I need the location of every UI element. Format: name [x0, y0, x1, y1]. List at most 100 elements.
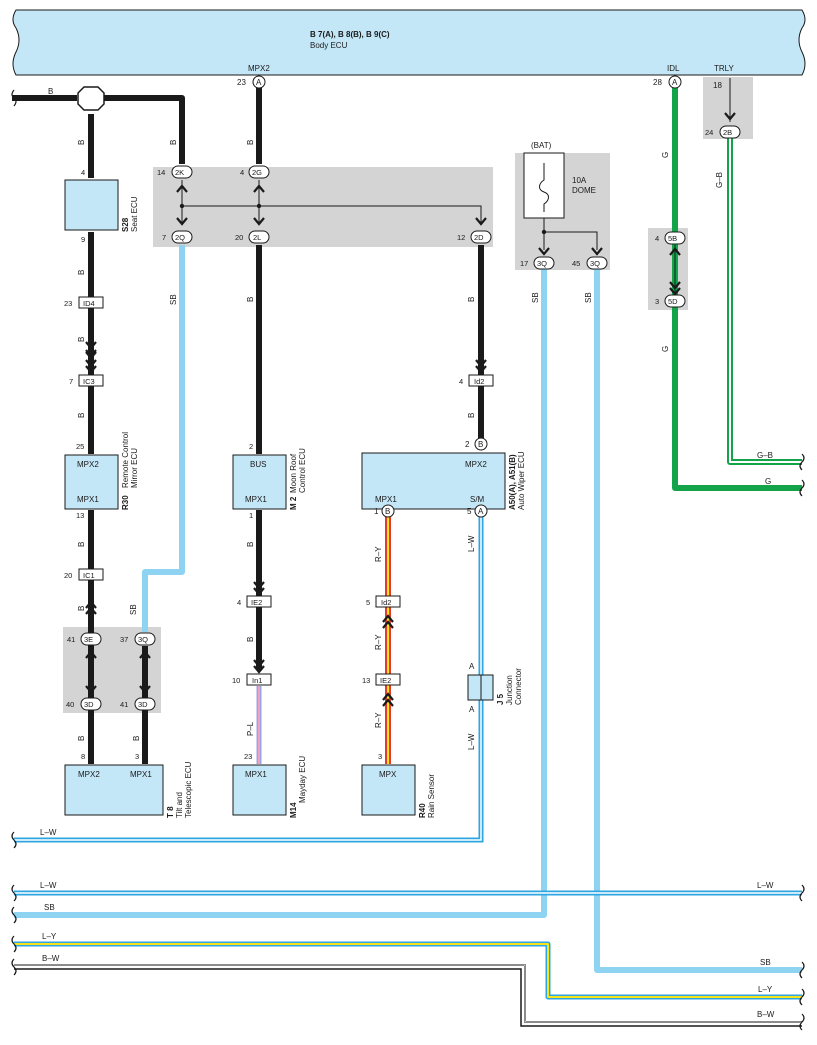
wire-label-sb-right: SB [760, 958, 771, 967]
chevron-up-icon [382, 692, 394, 707]
conn-5b [664, 231, 686, 245]
junction-name2: Connector [514, 668, 523, 705]
conn-in1-pin: 10 [232, 676, 240, 685]
pin-circle-mpx2-letter: A [256, 78, 262, 87]
chevron-down-icon [253, 659, 265, 674]
conn-id2a-pin: 4 [459, 377, 463, 386]
chevron-down-icon [591, 247, 603, 256]
wire-label-b: B [246, 140, 255, 145]
chevron-down-icon [253, 217, 265, 226]
mirror-mpx2-label: MPX2 [77, 460, 99, 469]
conn-2d-name: 2D [474, 233, 484, 242]
wire-label-b: B [77, 337, 86, 342]
wire-sb-3q17 [14, 268, 547, 918]
conn-2g-pin: 4 [240, 168, 244, 177]
seat-pin-bottom: 9 [81, 235, 85, 244]
conn-2l-pin: 20 [235, 233, 243, 242]
conn-2b-name: 2B [723, 128, 732, 137]
wire-label-b: B [169, 140, 178, 145]
wiper-ecu-code: A50(A), A51(B) [508, 454, 517, 510]
conn-3q17 [533, 256, 555, 270]
moonroof-ecu-box [232, 454, 287, 510]
mirror-ecu-name1: Remote Control [121, 432, 130, 488]
pin-circle-wiper-mpx1-letter: B [385, 507, 390, 516]
conn-ic1-pin: 20 [64, 571, 72, 580]
wire-label-b: B [77, 542, 86, 547]
wire-bw-bottom [14, 964, 802, 1023]
conn-2b-pin: 24 [705, 128, 713, 137]
conn-3q17-name: 3Q [537, 259, 547, 268]
pin-circle-wiper-top-num: 2 [465, 440, 470, 449]
break-mark [799, 479, 805, 497]
wire-label-b: B [132, 736, 141, 741]
conn-in1-name: In1 [252, 676, 262, 685]
conn-2l [248, 230, 270, 244]
seat-pin-top: 4 [81, 168, 85, 177]
wire-b-main2 [104, 95, 185, 164]
conn-2g-name: 2G [252, 168, 262, 177]
mayday-ecu-code: M14 [289, 802, 298, 818]
wire-sb-3q45 [594, 268, 802, 973]
wire-label-bw-right: B–W [757, 1010, 775, 1019]
chevron-up-icon [253, 184, 265, 193]
conn-5b-pin: 4 [655, 234, 659, 243]
mayday-ecu-name: Mayday ECU [298, 756, 307, 803]
dot-junction-2k [179, 203, 185, 209]
tilt-ecu-box [64, 764, 164, 816]
conn-5b-name: 5B [668, 234, 677, 243]
break-mark [11, 89, 17, 107]
conn-3d40-name: 3D [84, 700, 94, 709]
wire-label-ly-right: L–Y [758, 985, 773, 994]
conn-id4 [78, 296, 104, 309]
tilt-pin-mpx2: 8 [81, 752, 85, 761]
wire-label-b-top: B [48, 87, 53, 96]
pin-circle-wiper-sm-letter: A [478, 507, 484, 516]
chevron-down-icon [669, 281, 681, 296]
conn-id2b [375, 595, 401, 608]
body-ecu-pin-mpx2: MPX2 [248, 64, 270, 73]
seat-ecu-code: S28 [121, 217, 130, 232]
conn-2k-name: 2K [175, 168, 184, 177]
wire-gb-trly [727, 137, 802, 465]
mirror-pin-bottom: 13 [76, 511, 84, 520]
wire-lw-sm-stripe [14, 512, 482, 841]
conn-id2b-name: Id2 [381, 598, 391, 607]
wire-label-b: B [77, 413, 86, 418]
conn-3q45-name: 3Q [590, 259, 600, 268]
chevron-down-icon [85, 351, 97, 360]
moonroof-pin-bottom: 1 [249, 511, 253, 520]
chevron-up-icon [139, 650, 151, 659]
break-mark [11, 958, 17, 976]
wire-g-idl [672, 88, 802, 491]
pin-circle-wiper-top-letter: B [478, 440, 483, 449]
conn-ic3-pin: 7 [69, 377, 73, 386]
pin-circle-mpx2-num: 23 [237, 78, 246, 87]
conn-2k-pin: 14 [157, 168, 165, 177]
wire-label-lw-left2: L–W [40, 881, 57, 890]
fuse-bat: (BAT) [531, 141, 552, 150]
break-mark [799, 988, 805, 1006]
conn-2d-pin: 12 [457, 233, 465, 242]
conn-2d [470, 230, 492, 244]
conn-id2a-name: Id2 [474, 377, 484, 386]
wire-label-lw: L–W [467, 535, 476, 552]
wire-label-sb: SB [531, 292, 540, 303]
conn-3q37-pin: 37 [120, 635, 128, 644]
chevron-down-icon [724, 112, 736, 121]
mirror-mpx1-label: MPX1 [77, 495, 99, 504]
break-mark [11, 935, 17, 953]
fuse-name: DOME [572, 186, 596, 195]
wiper-mpx2-label: MPX2 [465, 460, 487, 469]
wire-label-lw: L–W [467, 733, 476, 750]
wiper-ecu-box [361, 452, 506, 510]
tilt-pin-mpx1: 3 [135, 752, 139, 761]
conn-id2a [468, 374, 494, 387]
conn-5d-pin: 3 [655, 297, 659, 306]
conn-3q37 [134, 632, 156, 646]
wire-label-sb: SB [129, 604, 138, 615]
moonroof-ecu-name1: Moon Roof [289, 453, 298, 493]
wire-label-b: B [77, 140, 86, 145]
break-mark [799, 453, 805, 471]
mirror-ecu-code: R30 [121, 495, 130, 510]
conn-2q-name: 2Q [175, 233, 185, 242]
